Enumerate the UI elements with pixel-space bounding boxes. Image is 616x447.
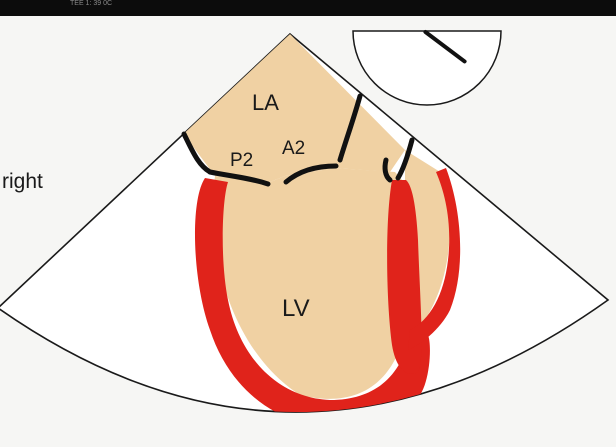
label-a2: A2	[282, 138, 305, 159]
side-label-right: right	[2, 170, 43, 194]
label-left-ventricle: LV	[282, 295, 310, 322]
omniplane-indicator	[353, 31, 501, 105]
label-left-atrium: LA	[252, 90, 279, 115]
label-p2: P2	[230, 150, 253, 171]
omniplane-semicircle	[353, 31, 501, 105]
